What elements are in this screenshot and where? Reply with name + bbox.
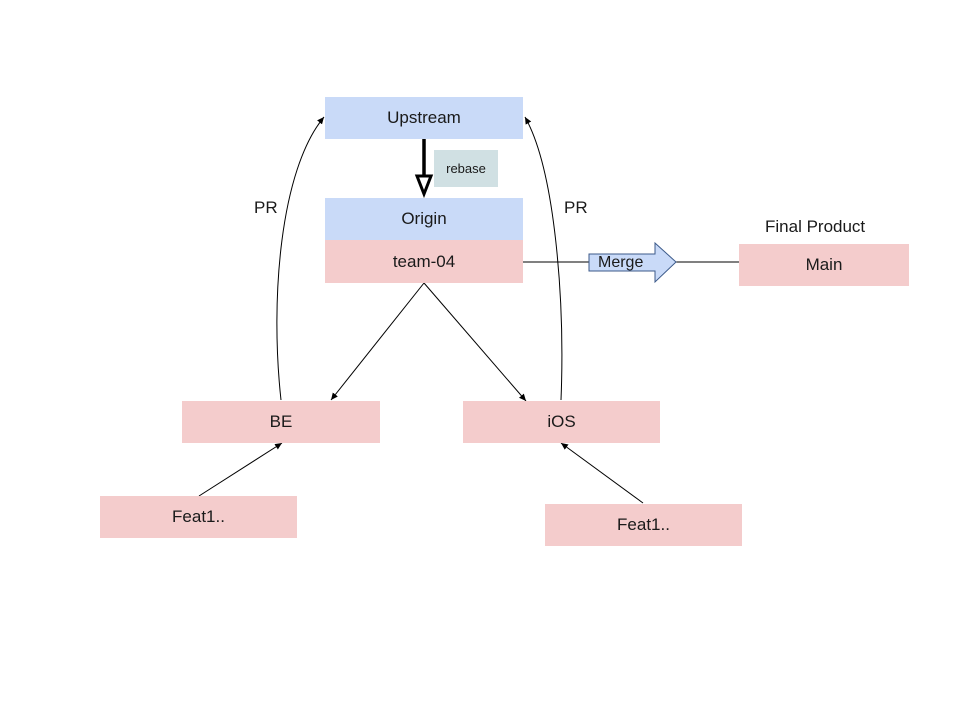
final-product-label: Final Product	[765, 217, 866, 236]
be-branch-node: BE	[182, 401, 380, 443]
pr-arrow-right	[524, 116, 563, 401]
arrow-feat-to-ios	[560, 442, 644, 504]
origin-node: Origin	[325, 198, 523, 240]
merge-arrow-shape	[588, 241, 677, 284]
arrow-team-to-ios	[423, 282, 527, 402]
pr-arrow-left	[276, 116, 325, 401]
ios-branch-node: iOS	[463, 401, 660, 443]
pr-label-right: PR	[564, 198, 588, 217]
feat-be-node: Feat1..	[100, 496, 297, 538]
pr-label-left: PR	[254, 198, 278, 217]
merge-label: Merge	[598, 254, 644, 271]
rebase-arrow-head	[414, 174, 434, 199]
team-branch-node: team-04	[325, 240, 523, 283]
arrow-team-to-be	[330, 282, 425, 401]
main-branch-node: Main	[739, 244, 909, 286]
arrow-feat-to-be	[198, 442, 283, 497]
upstream-node: Upstream	[325, 97, 523, 139]
rebase-note: rebase	[434, 150, 498, 187]
feat-ios-node: Feat1..	[545, 504, 742, 546]
